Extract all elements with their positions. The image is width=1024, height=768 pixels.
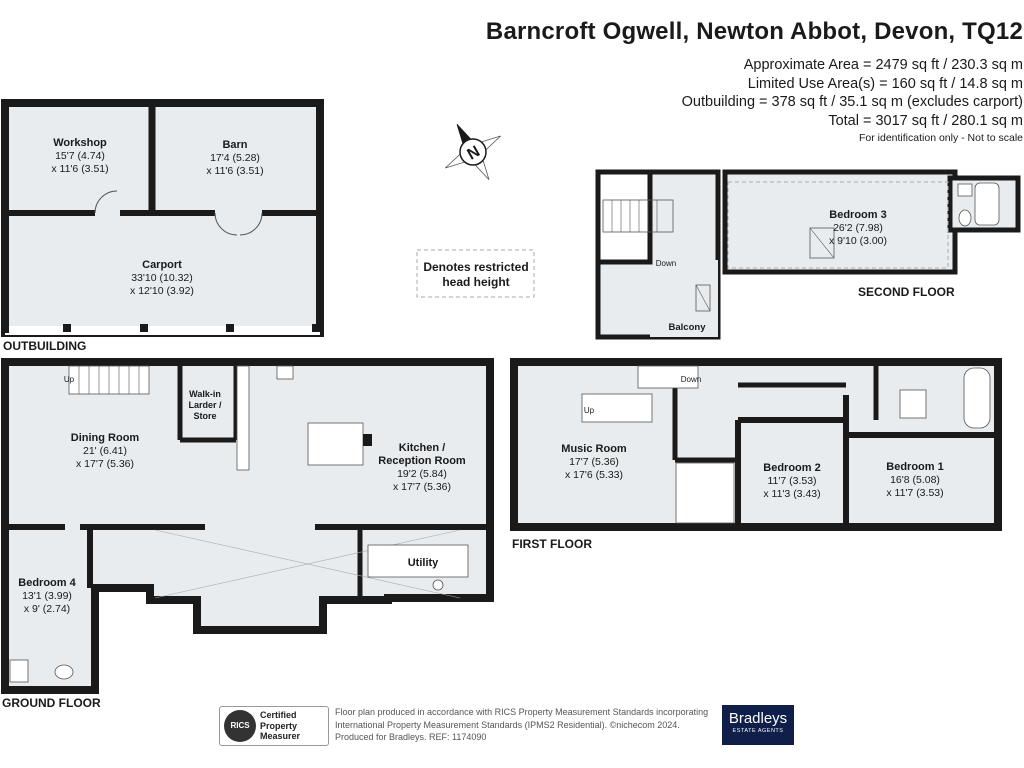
agent-logo: Bradleys ESTATE AGENTS — [722, 705, 794, 745]
workshop-dim2: x 11'6 (3.51) — [51, 163, 108, 175]
bedroom1-dim1: 16'8 (5.08) — [890, 474, 940, 486]
second-floor-down-label: Down — [656, 259, 676, 268]
music-label: Music Room — [561, 443, 627, 455]
first-down-label: Down — [681, 375, 701, 384]
dining-label: Dining Room — [71, 432, 140, 444]
second-floor-plan — [595, 169, 1021, 340]
barn-dim1: 17'4 (5.28) — [210, 152, 260, 164]
barn-label: Barn — [222, 139, 247, 151]
legend-line1: Denotes restricted — [423, 260, 528, 274]
utility-label: Utility — [408, 557, 439, 569]
bedroom3-label: Bedroom 3 — [829, 209, 886, 221]
rics-line1: Certified — [260, 710, 297, 720]
dining-dim2: x 17'7 (5.36) — [76, 458, 134, 470]
bedroom3-dim1: 26'2 (7.98) — [833, 222, 883, 234]
first-floor-plan — [510, 358, 1002, 531]
kitchen-label-line1: Kitchen / — [399, 442, 445, 454]
dining-dim1: 21' (6.41) — [83, 445, 127, 457]
footer-line3: Produced for Bradleys. REF: 1174090 — [335, 732, 487, 742]
rics-logo-icon: RICS — [224, 710, 256, 742]
bedroom2-dim2: x 11'3 (3.43) — [763, 488, 820, 500]
bedroom1-dim2: x 11'7 (3.53) — [886, 487, 943, 499]
music-dim1: 17'7 (5.36) — [569, 456, 619, 468]
bedroom2-dim1: 11'7 (3.53) — [767, 475, 816, 487]
disclaimer: For identification only - Not to scale — [859, 132, 1023, 144]
area-outbuilding: Outbuilding = 378 sq ft / 35.1 sq m (exc… — [681, 94, 1023, 111]
bedroom4-dim1: 13'1 (3.99) — [22, 590, 72, 602]
legend-line2: head height — [442, 275, 509, 289]
ground-floor-label: GROUND FLOOR — [2, 696, 101, 710]
area-limited-use: Limited Use Area(s) = 160 sq ft / 14.8 s… — [747, 75, 1023, 92]
larder-line2: Larder / — [188, 400, 222, 410]
barn-dim2: x 11'6 (3.51) — [206, 165, 263, 177]
agent-name: Bradleys — [728, 710, 788, 727]
kitchen-dim1: 19'2 (5.84) — [397, 468, 447, 480]
balcony-label: Balcony — [669, 322, 707, 333]
ground-up-label: Up — [64, 375, 75, 384]
larder-line1: Walk-in — [189, 389, 221, 399]
footer-line2: International Property Measurement Stand… — [335, 719, 680, 730]
first-floor-label: FIRST FLOOR — [512, 537, 592, 551]
restricted-height-legend-box — [416, 249, 535, 298]
area-total: Total = 3017 sq ft / 280.1 sq m — [828, 112, 1023, 129]
outbuilding-plan — [1, 99, 324, 337]
first-up-label: Up — [584, 406, 595, 415]
music-dim2: x 17'6 (5.33) — [565, 469, 623, 481]
ground-floor-plan — [1, 358, 494, 694]
outbuilding-floor-label: OUTBUILDING — [3, 339, 86, 353]
bedroom2-label: Bedroom 2 — [763, 462, 820, 474]
area-approximate: Approximate Area = 2479 sq ft / 230.3 sq… — [743, 57, 1023, 73]
carport-label: Carport — [142, 259, 182, 271]
carport-dim2: x 12'10 (3.92) — [130, 285, 194, 297]
property-title: Barncroft Ogwell, Newton Abbot, Devon, T… — [485, 18, 1023, 45]
carport-dim1: 33'10 (10.32) — [131, 272, 193, 284]
second-floor-label: SECOND FLOOR — [858, 285, 955, 299]
footer-credits: Floor plan produced in accordance with R… — [335, 706, 708, 744]
bedroom4-dim2: x 9' (2.74) — [24, 603, 70, 615]
kitchen-dim2: x 17'7 (5.36) — [393, 481, 451, 493]
workshop-dim1: 15'7 (4.74) — [55, 150, 105, 162]
rics-line3: Measurer — [260, 731, 301, 741]
larder-line3: Store — [193, 411, 216, 421]
kitchen-label-line2: Reception Room — [378, 455, 466, 467]
bedroom1-label: Bedroom 1 — [886, 461, 943, 473]
rics-line2: Property — [260, 720, 298, 731]
bedroom3-dim2: x 9'10 (3.00) — [829, 235, 887, 247]
workshop-label: Workshop — [53, 137, 107, 149]
compass-icon: N — [445, 124, 501, 180]
agent-tagline: ESTATE AGENTS — [732, 728, 784, 734]
bedroom4-label: Bedroom 4 — [18, 577, 76, 589]
footer-line1: Floor plan produced in accordance with R… — [335, 707, 709, 717]
rics-certified-badge: RICS Certified Property Measurer — [219, 706, 329, 746]
